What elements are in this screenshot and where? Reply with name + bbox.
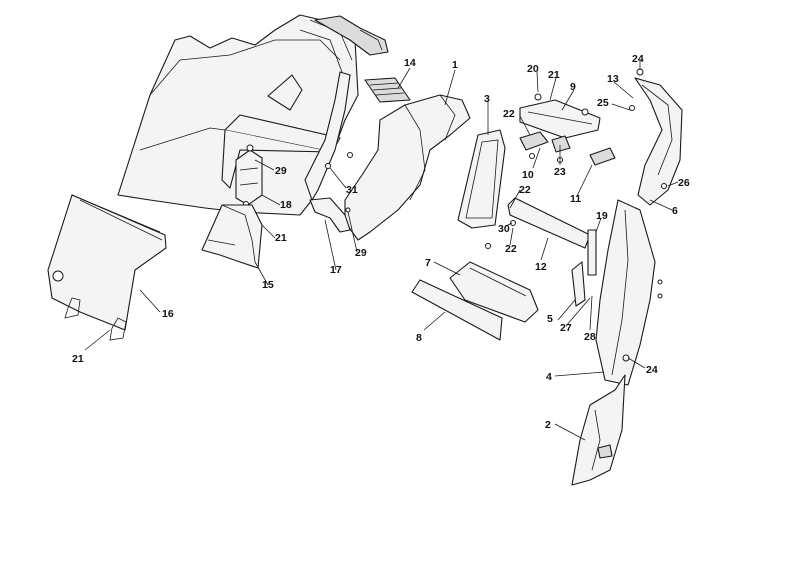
pillar-strip bbox=[304, 71, 353, 233]
callout-6: 6 bbox=[672, 205, 678, 217]
side-trim-panel bbox=[344, 94, 471, 241]
wheel-arch-cover bbox=[201, 204, 263, 269]
callout-22a: 22 bbox=[503, 108, 515, 120]
callout-1: 1 bbox=[452, 59, 458, 71]
storage-tray bbox=[449, 261, 539, 323]
callout-10: 10 bbox=[522, 169, 534, 181]
lower-side-panel bbox=[47, 194, 167, 341]
callout-2: 2 bbox=[545, 419, 551, 431]
callout-14: 14 bbox=[404, 57, 416, 69]
callout-9: 9 bbox=[570, 81, 576, 93]
callout-28: 28 bbox=[584, 331, 596, 343]
callout-labels: 1 2 3 4 5 6 7 8 9 10 11 12 13 14 15 16 1… bbox=[72, 53, 690, 431]
callout-22c: 22 bbox=[505, 243, 517, 255]
lower-pillar-trim bbox=[571, 374, 626, 486]
callout-11: 11 bbox=[570, 193, 581, 205]
callout-30: 30 bbox=[498, 223, 510, 235]
callout-3: 3 bbox=[484, 93, 490, 105]
clip-set bbox=[519, 131, 616, 166]
callout-24a: 24 bbox=[632, 53, 644, 65]
callout-20: 20 bbox=[527, 63, 539, 75]
hinge-bracket bbox=[571, 261, 586, 307]
callout-31: 31 bbox=[346, 184, 358, 196]
callout-4: 4 bbox=[546, 371, 552, 383]
b-pillar-trim bbox=[595, 199, 663, 386]
callout-7: 7 bbox=[425, 257, 431, 269]
floor-board bbox=[411, 279, 503, 341]
callout-26: 26 bbox=[678, 177, 690, 189]
callout-17: 17 bbox=[330, 264, 342, 276]
callout-19: 19 bbox=[596, 210, 608, 222]
callout-21c: 21 bbox=[72, 353, 84, 365]
support-bar bbox=[507, 197, 591, 249]
mounting-plate bbox=[519, 93, 601, 139]
callout-12: 12 bbox=[535, 261, 547, 273]
callout-23: 23 bbox=[554, 166, 566, 178]
callout-29b: 29 bbox=[355, 247, 367, 259]
callout-21b: 21 bbox=[275, 232, 287, 244]
callout-5: 5 bbox=[547, 313, 553, 325]
speaker-frame bbox=[457, 129, 506, 249]
callout-16: 16 bbox=[162, 308, 174, 320]
callout-25: 25 bbox=[597, 97, 609, 109]
callout-15: 15 bbox=[262, 279, 274, 291]
parcel-shelf bbox=[221, 114, 341, 189]
callout-18: 18 bbox=[280, 199, 292, 211]
callout-21a: 21 bbox=[548, 69, 560, 81]
callout-8: 8 bbox=[416, 332, 422, 344]
a-pillar-trim bbox=[629, 68, 683, 206]
callout-27: 27 bbox=[560, 322, 572, 334]
callout-29a: 29 bbox=[275, 165, 287, 177]
callout-13: 13 bbox=[607, 73, 619, 85]
callout-22b: 22 bbox=[519, 184, 531, 196]
leader-lines bbox=[84, 60, 679, 441]
callout-24b: 24 bbox=[646, 364, 658, 376]
vent-grille bbox=[364, 77, 411, 103]
trim-strip bbox=[587, 229, 597, 276]
